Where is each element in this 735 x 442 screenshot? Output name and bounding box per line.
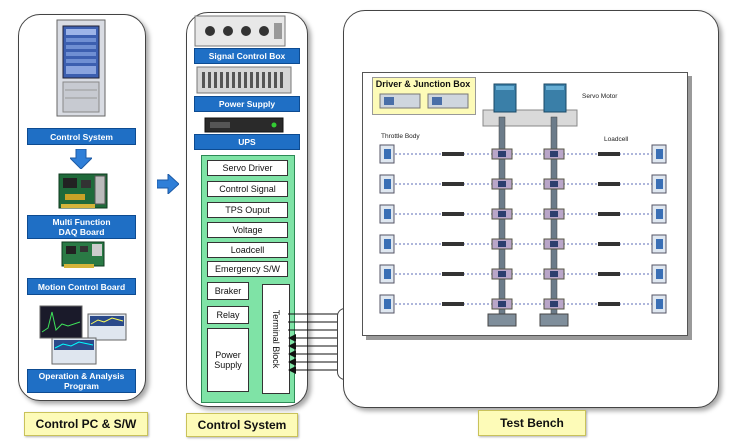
coupling-left-1 bbox=[442, 182, 464, 186]
coupling-right-5 bbox=[598, 302, 620, 306]
clamp-core-5-1 bbox=[550, 301, 558, 307]
clamp-core-5-0 bbox=[498, 301, 506, 307]
loadcell-unit-core-0 bbox=[656, 149, 663, 159]
ups-image bbox=[204, 117, 284, 133]
loadcell-unit-core-5 bbox=[656, 299, 663, 309]
daq-board-image bbox=[58, 173, 108, 209]
coupling-right-0 bbox=[598, 152, 620, 156]
signal-loadcell: Loadcell bbox=[207, 242, 288, 258]
loadcell-unit-core-4 bbox=[656, 269, 663, 279]
signal-voltage: Voltage bbox=[207, 222, 288, 238]
loadcell-label: Loadcell bbox=[604, 136, 629, 143]
label-control-system: Control System bbox=[27, 128, 136, 145]
bench-assembly bbox=[379, 116, 667, 327]
footer-control-system: Control System bbox=[186, 413, 298, 437]
clamp-core-3-1 bbox=[550, 241, 558, 247]
coupling-left-2 bbox=[442, 212, 464, 216]
label-signal-control-box: Signal Control Box bbox=[194, 48, 300, 64]
coupling-right-2 bbox=[598, 212, 620, 216]
servo-motor-label: Servo Motor bbox=[582, 93, 618, 100]
power-supply-block: Power Supply bbox=[207, 328, 249, 392]
coupling-right-3 bbox=[598, 242, 620, 246]
label-motion-board: Motion Control Board bbox=[27, 278, 136, 295]
label-ups: UPS bbox=[194, 134, 300, 150]
signal-servo-driver: Servo Driver bbox=[207, 160, 288, 176]
clamp-core-4-1 bbox=[550, 271, 558, 277]
clamp-core-0-0 bbox=[498, 151, 506, 157]
coupling-left-0 bbox=[442, 152, 464, 156]
terminal-block-label: Terminal Block bbox=[271, 309, 281, 369]
signal-control-box-image bbox=[194, 15, 286, 47]
label-daq-board: Multi Function DAQ Board bbox=[27, 215, 136, 239]
coupling-right-4 bbox=[598, 272, 620, 276]
shaft-base-1 bbox=[539, 313, 569, 327]
label-operation-program: Operation & Analysis Program bbox=[27, 369, 136, 393]
signal-emergency-switch: Emergency S/W bbox=[207, 261, 288, 277]
power-supply-image bbox=[196, 66, 292, 94]
throttle-body-left-core-4 bbox=[384, 269, 391, 279]
throttle-body-left-core-3 bbox=[384, 239, 391, 249]
relay-block: Relay bbox=[207, 306, 249, 324]
down-arrow-icon bbox=[70, 149, 92, 169]
label-power-supply: Power Supply bbox=[194, 96, 300, 112]
footer-test-bench: Test Bench bbox=[478, 410, 586, 436]
signal-tps-output: TPS Ouput bbox=[207, 202, 288, 218]
loadcell-unit-core-1 bbox=[656, 179, 663, 189]
clamp-core-2-1 bbox=[550, 211, 558, 217]
throttle-body-left-core-2 bbox=[384, 209, 391, 219]
footer-control-pc: Control PC & S/W bbox=[24, 412, 148, 436]
coupling-right-1 bbox=[598, 182, 620, 186]
control-rack-image bbox=[56, 19, 106, 117]
braker-block: Braker bbox=[207, 282, 249, 300]
operation-screens-image bbox=[39, 305, 127, 365]
throttle-body-left-core-0 bbox=[384, 149, 391, 159]
coupling-left-3 bbox=[442, 242, 464, 246]
signal-control-signal: Control Signal bbox=[207, 181, 288, 197]
clamp-core-1-1 bbox=[550, 181, 558, 187]
shaft-base-0 bbox=[487, 313, 517, 327]
terminal-block: Terminal Block bbox=[262, 284, 290, 394]
motion-board-image bbox=[61, 241, 105, 268]
coupling-left-5 bbox=[442, 302, 464, 306]
clamp-core-3-0 bbox=[498, 241, 506, 247]
clamp-core-2-0 bbox=[498, 211, 506, 217]
throttle-body-left-core-5 bbox=[384, 299, 391, 309]
throttle-body-left-core-1 bbox=[384, 179, 391, 189]
driver-units-image bbox=[379, 93, 469, 109]
clamp-core-1-0 bbox=[498, 181, 506, 187]
loadcell-unit-core-3 bbox=[656, 239, 663, 249]
loadcell-unit-core-2 bbox=[656, 209, 663, 219]
clamp-core-0-1 bbox=[550, 151, 558, 157]
clamp-core-4-0 bbox=[498, 271, 506, 277]
coupling-left-4 bbox=[442, 272, 464, 276]
driver-junction-label: Driver & Junction Box bbox=[375, 79, 471, 89]
throttle-body-label: Throttle Body bbox=[381, 133, 420, 140]
right-arrow-icon bbox=[157, 174, 179, 194]
